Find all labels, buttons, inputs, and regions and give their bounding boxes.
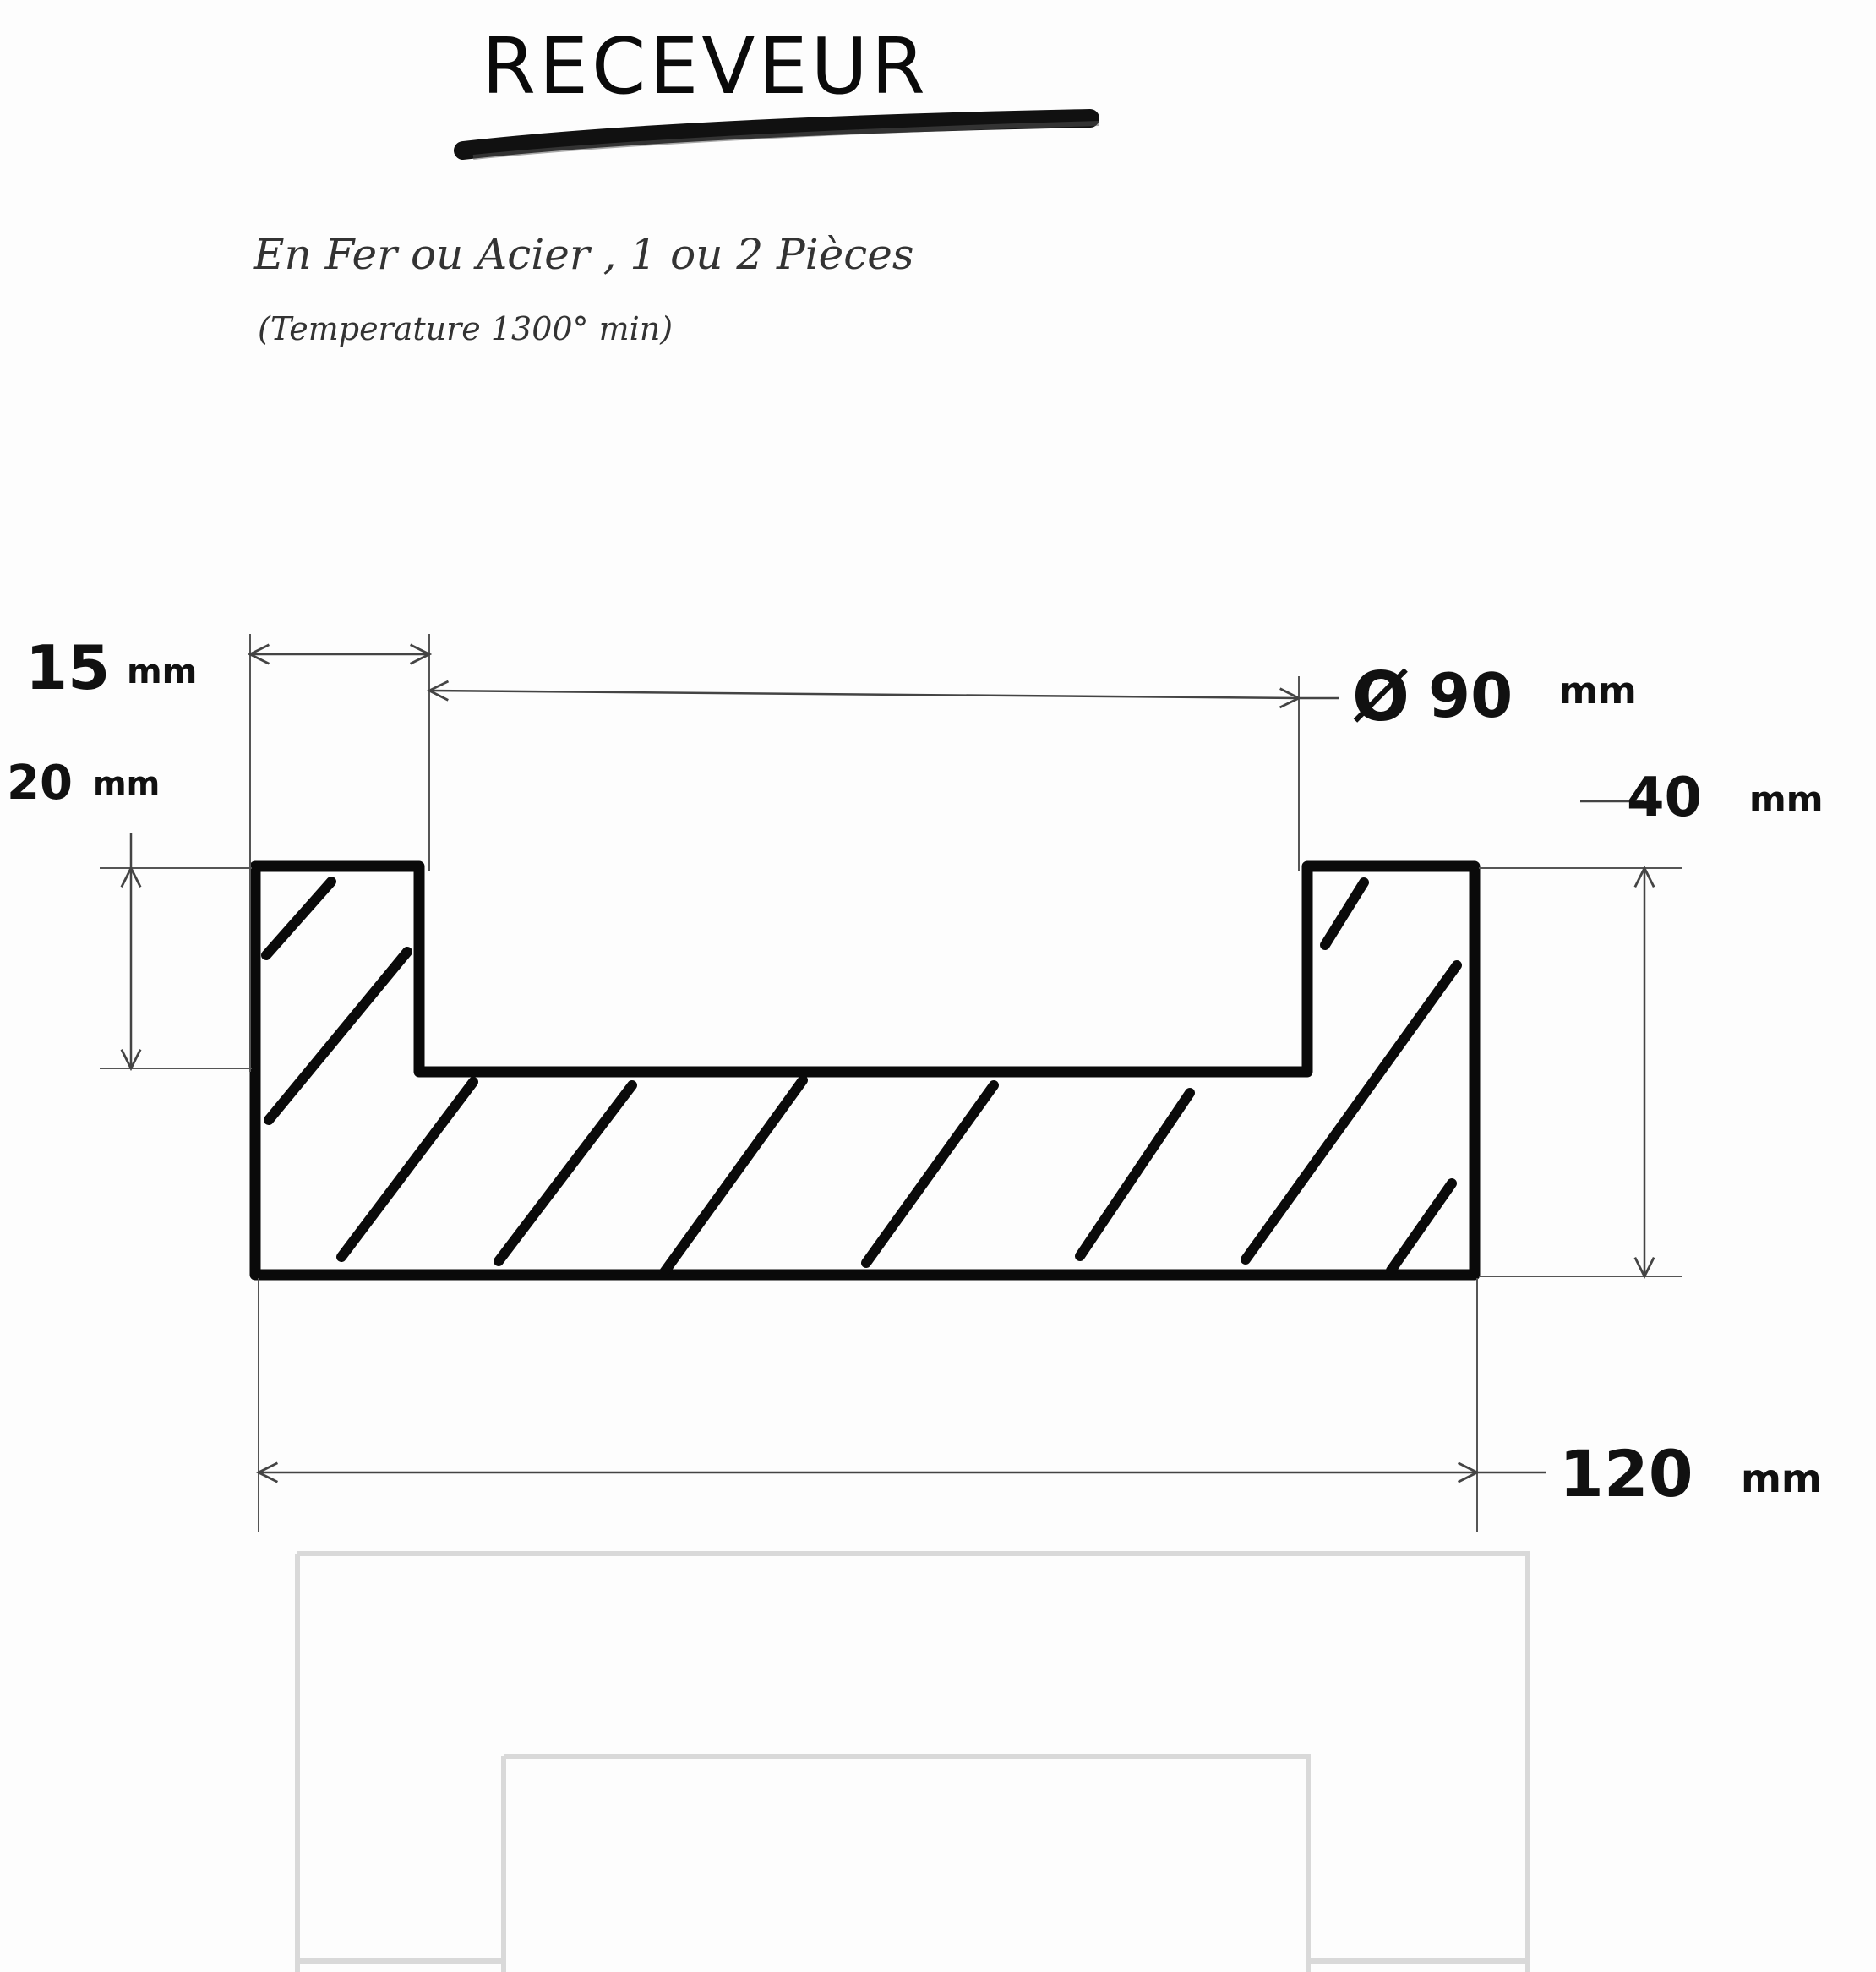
dim-symbol-diameter: Ø: [1352, 658, 1410, 736]
hatch-line: [861, 1080, 999, 1268]
dim-value-flange-height: 20: [7, 756, 73, 811]
material-note: En Fer ou Acier , 1 ou 2 Pièces: [253, 230, 914, 279]
dim-value-inner-diameter: 90: [1428, 660, 1513, 731]
dim-label-15mm: 15 mm: [25, 632, 197, 703]
section-hatching: [261, 877, 1462, 1277]
dim-value-flange-width: 15: [25, 632, 110, 703]
dim-unit-inner-diameter: mm: [1559, 669, 1637, 713]
dim-value-total-height: 40: [1627, 767, 1702, 829]
show-through-sketch: [295, 1551, 1530, 1972]
dim-unit-flange-height: mm: [93, 765, 160, 802]
hatch-line: [1241, 960, 1462, 1265]
dim-label-40mm: 40 mm: [1627, 767, 1824, 829]
temperature-note: (Temperature 1300° min): [258, 310, 673, 347]
dimension-lines: [131, 654, 1644, 1472]
dim-unit-total-width: mm: [1741, 1456, 1822, 1501]
title-underline-smudge: [472, 121, 1099, 160]
hatch-line: [1386, 1178, 1457, 1276]
hatch-line: [494, 1080, 637, 1266]
hatch-line: [261, 877, 336, 960]
dim-line-inner-diameter: [429, 691, 1299, 698]
dim-unit-total-height: mm: [1749, 778, 1824, 820]
dim-label-20mm: 20 mm: [7, 756, 160, 811]
title-underline: [454, 109, 1099, 160]
extension-lines: [100, 634, 1682, 1532]
dim-label-120mm: 120 mm: [1559, 1436, 1822, 1511]
hatch-line: [659, 1075, 808, 1277]
hatch-line: [1320, 877, 1369, 950]
receiver-section-outline: [249, 860, 1481, 1281]
dim-value-total-width: 120: [1559, 1436, 1693, 1511]
dim-unit-flange-width: mm: [127, 653, 197, 691]
drawing-title: RECEVEUR: [482, 21, 929, 112]
hatch-line: [264, 947, 412, 1125]
dim-label-90mm: Ø 90 mm: [1352, 658, 1637, 736]
hatch-line: [336, 1077, 478, 1262]
hatch-line: [1075, 1088, 1195, 1261]
